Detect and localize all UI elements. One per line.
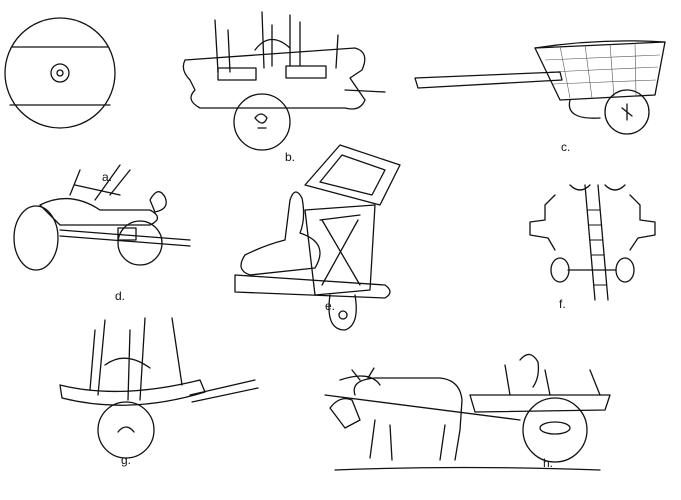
drawing-f-rock-art (529, 184, 656, 301)
drawing-b-cart-model (182, 11, 386, 151)
label-c: c. (561, 140, 571, 154)
drawing-g-cart-stakes (59, 317, 259, 459)
drawing-a-solid-wheel (4, 17, 116, 129)
label-a: a. (102, 170, 113, 184)
drawing-e-votive-cart (234, 144, 401, 331)
drawing-d-cart-with-figures (13, 164, 191, 271)
drawing-h-bullock-cart (324, 353, 611, 471)
label-e: e. (325, 299, 336, 313)
label-h: h. (543, 456, 554, 470)
label-g: g. (121, 453, 132, 467)
drawing-c-basket-cart (414, 40, 666, 135)
label-f: f. (559, 297, 566, 311)
label-b: b. (285, 150, 296, 164)
label-d: d. (115, 289, 126, 303)
